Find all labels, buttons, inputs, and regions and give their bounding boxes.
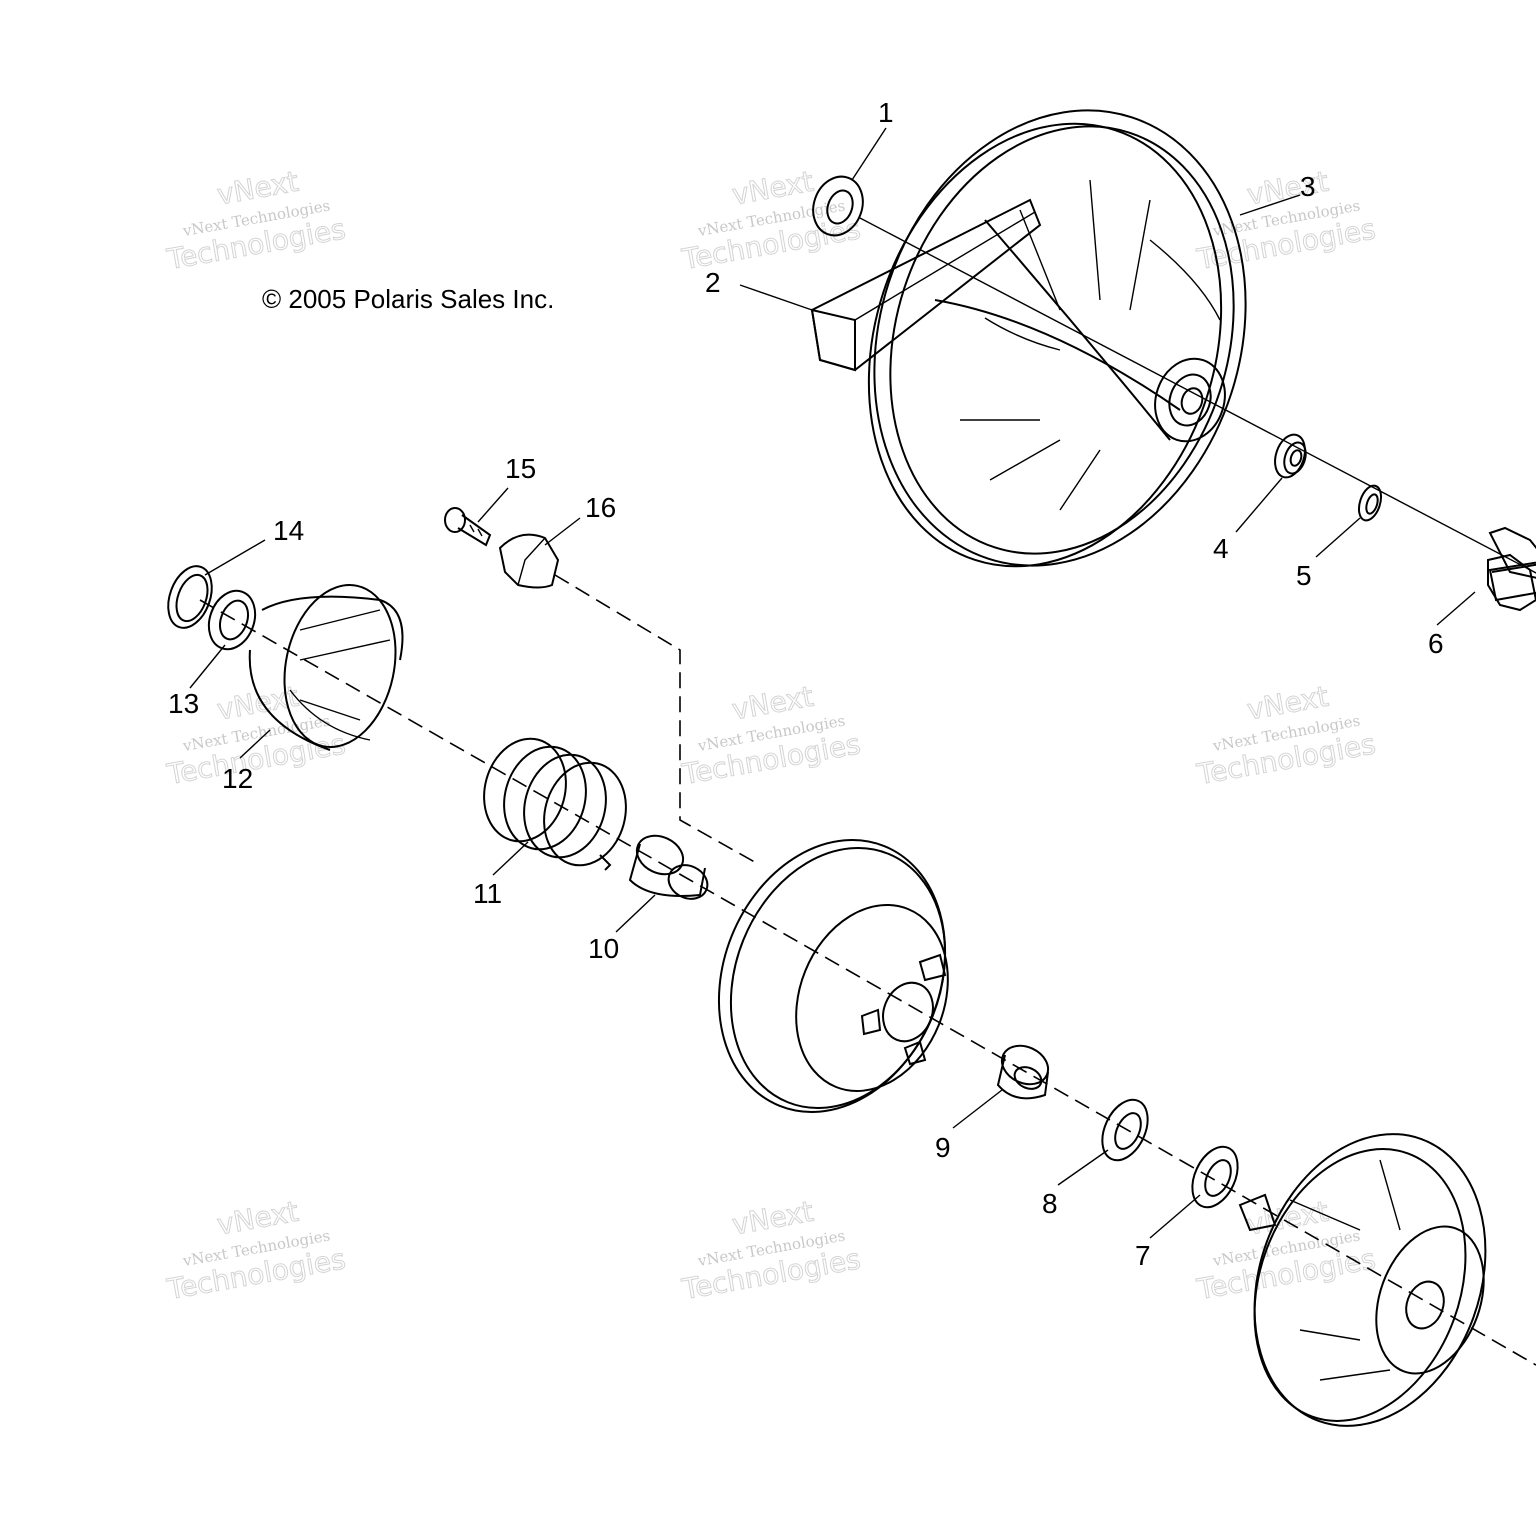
upper-sheave-assembly xyxy=(810,109,1536,612)
callout-5: 5 xyxy=(1296,560,1312,591)
sheave-part-3 xyxy=(867,109,1247,568)
middle-assembly xyxy=(167,507,1181,1162)
callout-13: 13 xyxy=(168,688,199,719)
bushing-part-10 xyxy=(628,834,709,900)
callout-14: 14 xyxy=(273,515,304,546)
callout-8: 8 xyxy=(1042,1188,1058,1219)
callout-9: 9 xyxy=(935,1132,951,1163)
watermark-bottom-left: vNext vNext Technologies Technologies xyxy=(164,1194,349,1306)
callout-3: 3 xyxy=(1300,171,1316,202)
belt-block-part-2 xyxy=(810,198,1042,372)
moveable-sheave xyxy=(717,839,949,1113)
washer-part-7 xyxy=(1191,1145,1239,1209)
watermark-top-left: vNext vNext Technologies Technologies xyxy=(164,164,349,276)
watermark-top-center: vNext vNext Technologies Technologies xyxy=(679,164,864,276)
watermark-top-right: vNext vNext Technologies Technologies xyxy=(1194,164,1379,276)
callout-11: 11 xyxy=(473,878,502,909)
copyright-text: © 2005 Polaris Sales Inc. xyxy=(262,284,554,314)
washer-part-1 xyxy=(812,175,864,237)
bolt-part-6 xyxy=(1487,526,1536,612)
callout-12: 12 xyxy=(222,763,253,794)
callout-labels: 1 2 3 4 5 6 7 8 9 10 11 12 13 14 15 16 xyxy=(168,97,1444,1271)
callout-6: 6 xyxy=(1428,628,1444,659)
watermark-bottom-center: vNext vNext Technologies Technologies xyxy=(679,1194,864,1306)
watermark-mid-center: vNext vNext Technologies Technologies xyxy=(679,679,864,791)
snap-ring-part-14 xyxy=(167,565,213,629)
callout-1: 1 xyxy=(878,97,894,128)
spring-part-11 xyxy=(483,737,627,871)
lower-assembly xyxy=(1179,1133,1536,1427)
watermark-group: vNext vNext Technologies Technologies vN… xyxy=(164,164,1379,1306)
bushing-part-9 xyxy=(996,1044,1050,1100)
lockwasher-part-5 xyxy=(1357,484,1383,522)
stationary-sheave xyxy=(1238,1133,1487,1427)
cam-part-12 xyxy=(248,584,404,751)
callout-16: 16 xyxy=(585,492,616,523)
callout-2: 2 xyxy=(705,267,721,298)
callout-15: 15 xyxy=(505,453,536,484)
leader-lines xyxy=(189,127,1476,1239)
watermark-mid-right: vNext vNext Technologies Technologies xyxy=(1194,679,1379,791)
button-part-16 xyxy=(498,533,560,589)
washer-part-4 xyxy=(1274,433,1307,479)
callout-7: 7 xyxy=(1135,1240,1151,1271)
screw-part-15 xyxy=(444,507,492,547)
washer-part-8 xyxy=(1101,1098,1149,1162)
callout-4: 4 xyxy=(1213,533,1229,564)
callout-10: 10 xyxy=(588,933,619,964)
